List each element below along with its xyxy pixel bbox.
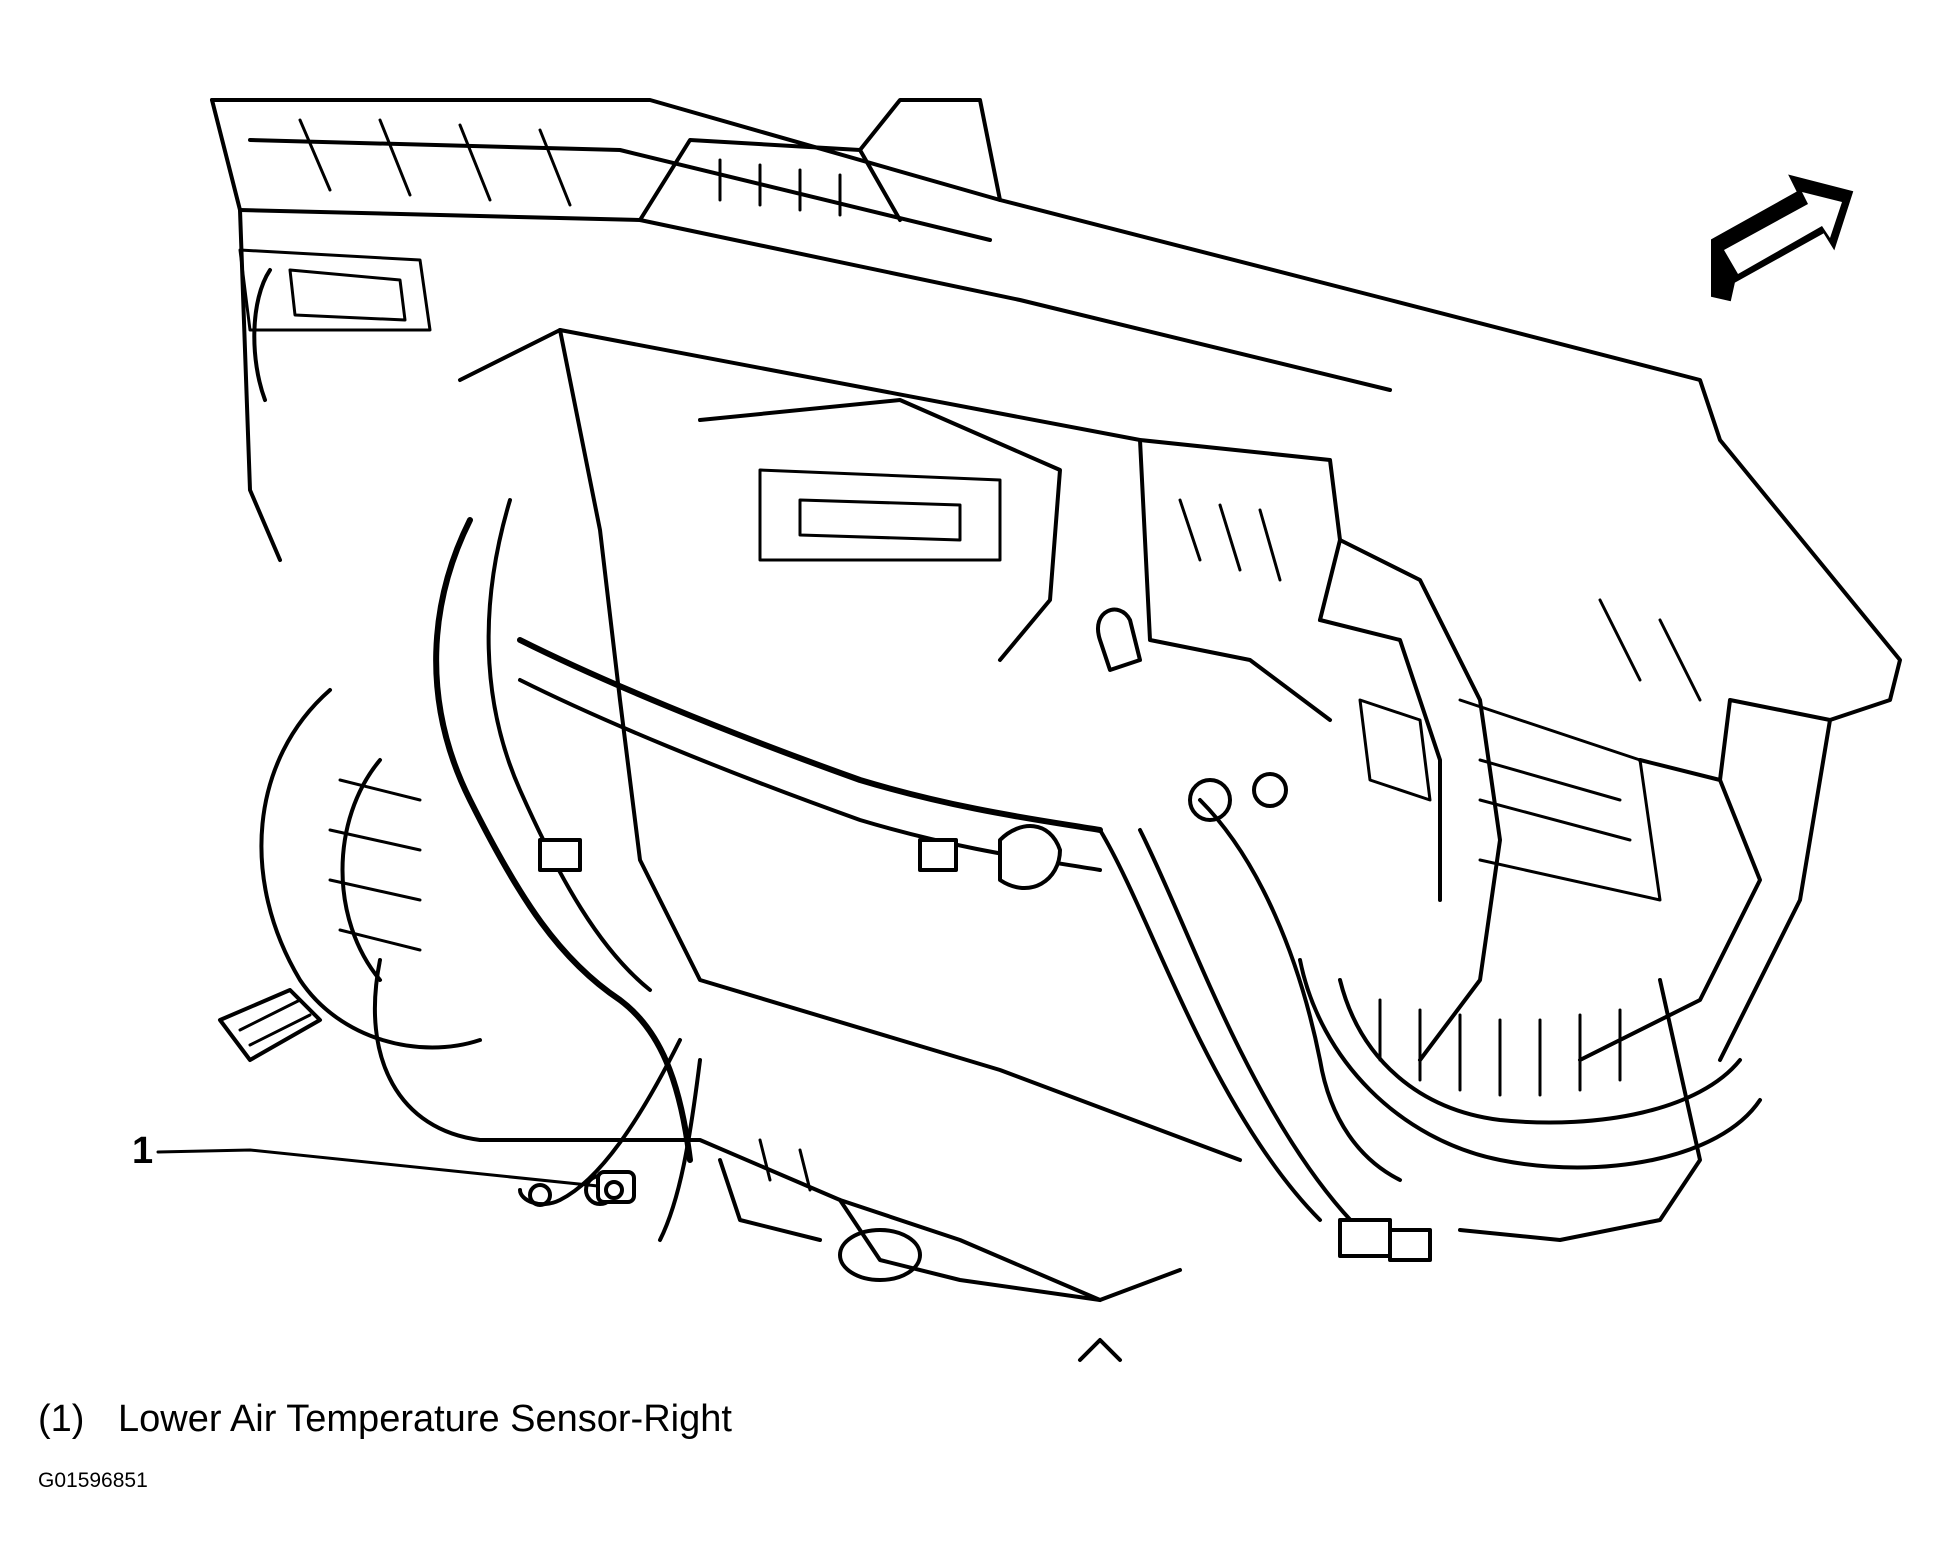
legend-item-label: Lower Air Temperature Sensor-Right bbox=[118, 1398, 732, 1440]
lower-air-temperature-sensor-right bbox=[596, 1170, 636, 1204]
left-side-ducting bbox=[218, 688, 482, 1062]
forward-arrow-icon bbox=[1711, 174, 1854, 302]
hvac-case-assembly bbox=[458, 328, 1832, 1162]
hvac-upper-frame bbox=[210, 98, 1902, 722]
floor-duct bbox=[372, 958, 1182, 1302]
blower-housing bbox=[1298, 958, 1762, 1242]
legend-item-1: (1) Lower Air Temperature Sensor-Right bbox=[38, 1400, 732, 1438]
harness-connectors bbox=[538, 607, 1432, 1362]
legend-item-number: (1) bbox=[38, 1398, 85, 1440]
callout-label-1: 1 bbox=[132, 1130, 154, 1172]
figure-id: G01596851 bbox=[38, 1469, 148, 1492]
callout-1-leader-line bbox=[156, 1148, 600, 1188]
